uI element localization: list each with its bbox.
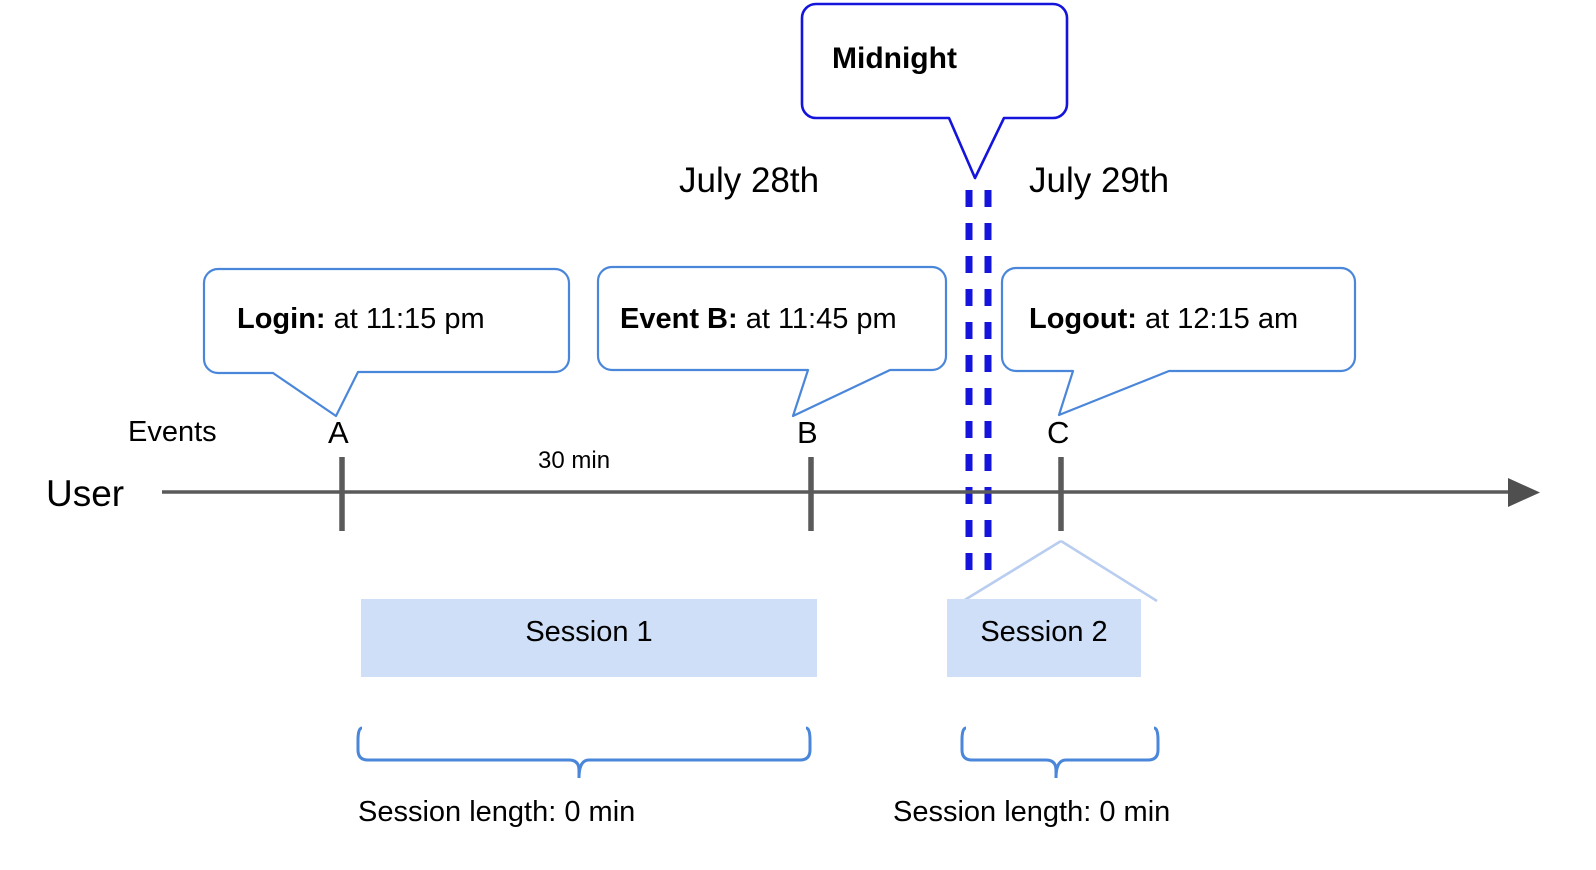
midnight-boundary-lines bbox=[965, 190, 992, 576]
midnight-callout-label: Midnight bbox=[832, 42, 957, 75]
lane-label-user: User bbox=[46, 473, 125, 514]
event-b-callout-shape bbox=[596, 265, 948, 418]
session-2-brace bbox=[960, 726, 1160, 779]
event-letter-a: A bbox=[328, 415, 349, 450]
event-tick-marks bbox=[339, 457, 1064, 531]
logout-callout-text: Logout: at 12:15 am bbox=[1029, 305, 1298, 334]
date-label-july-28: July 28th bbox=[679, 161, 820, 200]
login-callout-shape bbox=[202, 267, 571, 418]
date-label-july-29: July 29th bbox=[1029, 161, 1170, 200]
event-letter-c: C bbox=[1047, 415, 1070, 450]
event-b-callout-detail: at 11:45 pm bbox=[737, 303, 897, 335]
session-2-bar bbox=[947, 599, 1141, 677]
login-callout-detail: at 11:15 pm bbox=[325, 303, 485, 335]
session-2-label: Session 2 bbox=[980, 616, 1108, 648]
logout-callout-shape bbox=[1000, 266, 1357, 417]
session-1-length-caption: Session length: 0 min bbox=[358, 796, 636, 828]
midnight-callout-shape bbox=[800, 2, 1069, 180]
logout-callout-lead: Logout: bbox=[1029, 303, 1137, 335]
event-b-callout-lead: Event B: bbox=[620, 303, 738, 335]
login-callout-lead: Login: bbox=[237, 303, 326, 335]
session-1-brace bbox=[356, 726, 812, 779]
login-callout-text: Login: at 11:15 pm bbox=[237, 305, 485, 334]
session-1-label: Session 1 bbox=[525, 616, 653, 648]
timeline-axis bbox=[162, 478, 1540, 507]
event-letter-b: B bbox=[797, 415, 818, 450]
logout-callout-detail: at 12:15 am bbox=[1136, 303, 1299, 335]
session-2-connector bbox=[962, 539, 1158, 603]
lane-label-events: Events bbox=[128, 416, 217, 448]
event-b-callout-text: Event B: at 11:45 pm bbox=[620, 305, 897, 334]
interval-label-30-min: 30 min bbox=[538, 447, 611, 474]
session-2-length-caption: Session length: 0 min bbox=[893, 796, 1171, 828]
session-1-bar bbox=[361, 599, 817, 677]
